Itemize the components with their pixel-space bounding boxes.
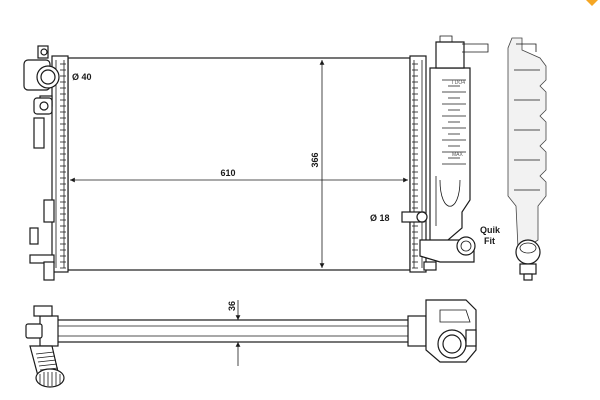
connector-label-line2: Fit <box>484 236 495 246</box>
width-dimension-label: 610 <box>220 168 235 178</box>
expansion-tank: I DO4 MAX <box>419 35 489 271</box>
corner-accent-mark <box>586 0 598 6</box>
svg-text:MAX: MAX <box>452 152 464 158</box>
depth-dimension-label: 36 <box>227 301 237 311</box>
expansion-tank-top <box>425 299 477 363</box>
inlet-diameter-label: Ø 40 <box>72 72 92 82</box>
inlet-hose-fitting <box>29 345 65 388</box>
left-tank <box>29 55 69 281</box>
connector-label-line1: Quik <box>480 225 501 235</box>
height-dimension-label: 366 <box>310 152 320 167</box>
radiator-side-view <box>507 37 547 281</box>
outlet-diameter-label: Ø 18 <box>370 213 390 223</box>
svg-text:I DO4: I DO4 <box>452 80 465 86</box>
inlet-neck <box>23 45 60 115</box>
outlet-pipe <box>401 211 428 223</box>
radiator-core <box>67 57 411 271</box>
radiator-front-view: Ø 40 I DO4 MAX Quik Fit <box>23 35 501 281</box>
radiator-top-view: 36 <box>25 299 477 388</box>
